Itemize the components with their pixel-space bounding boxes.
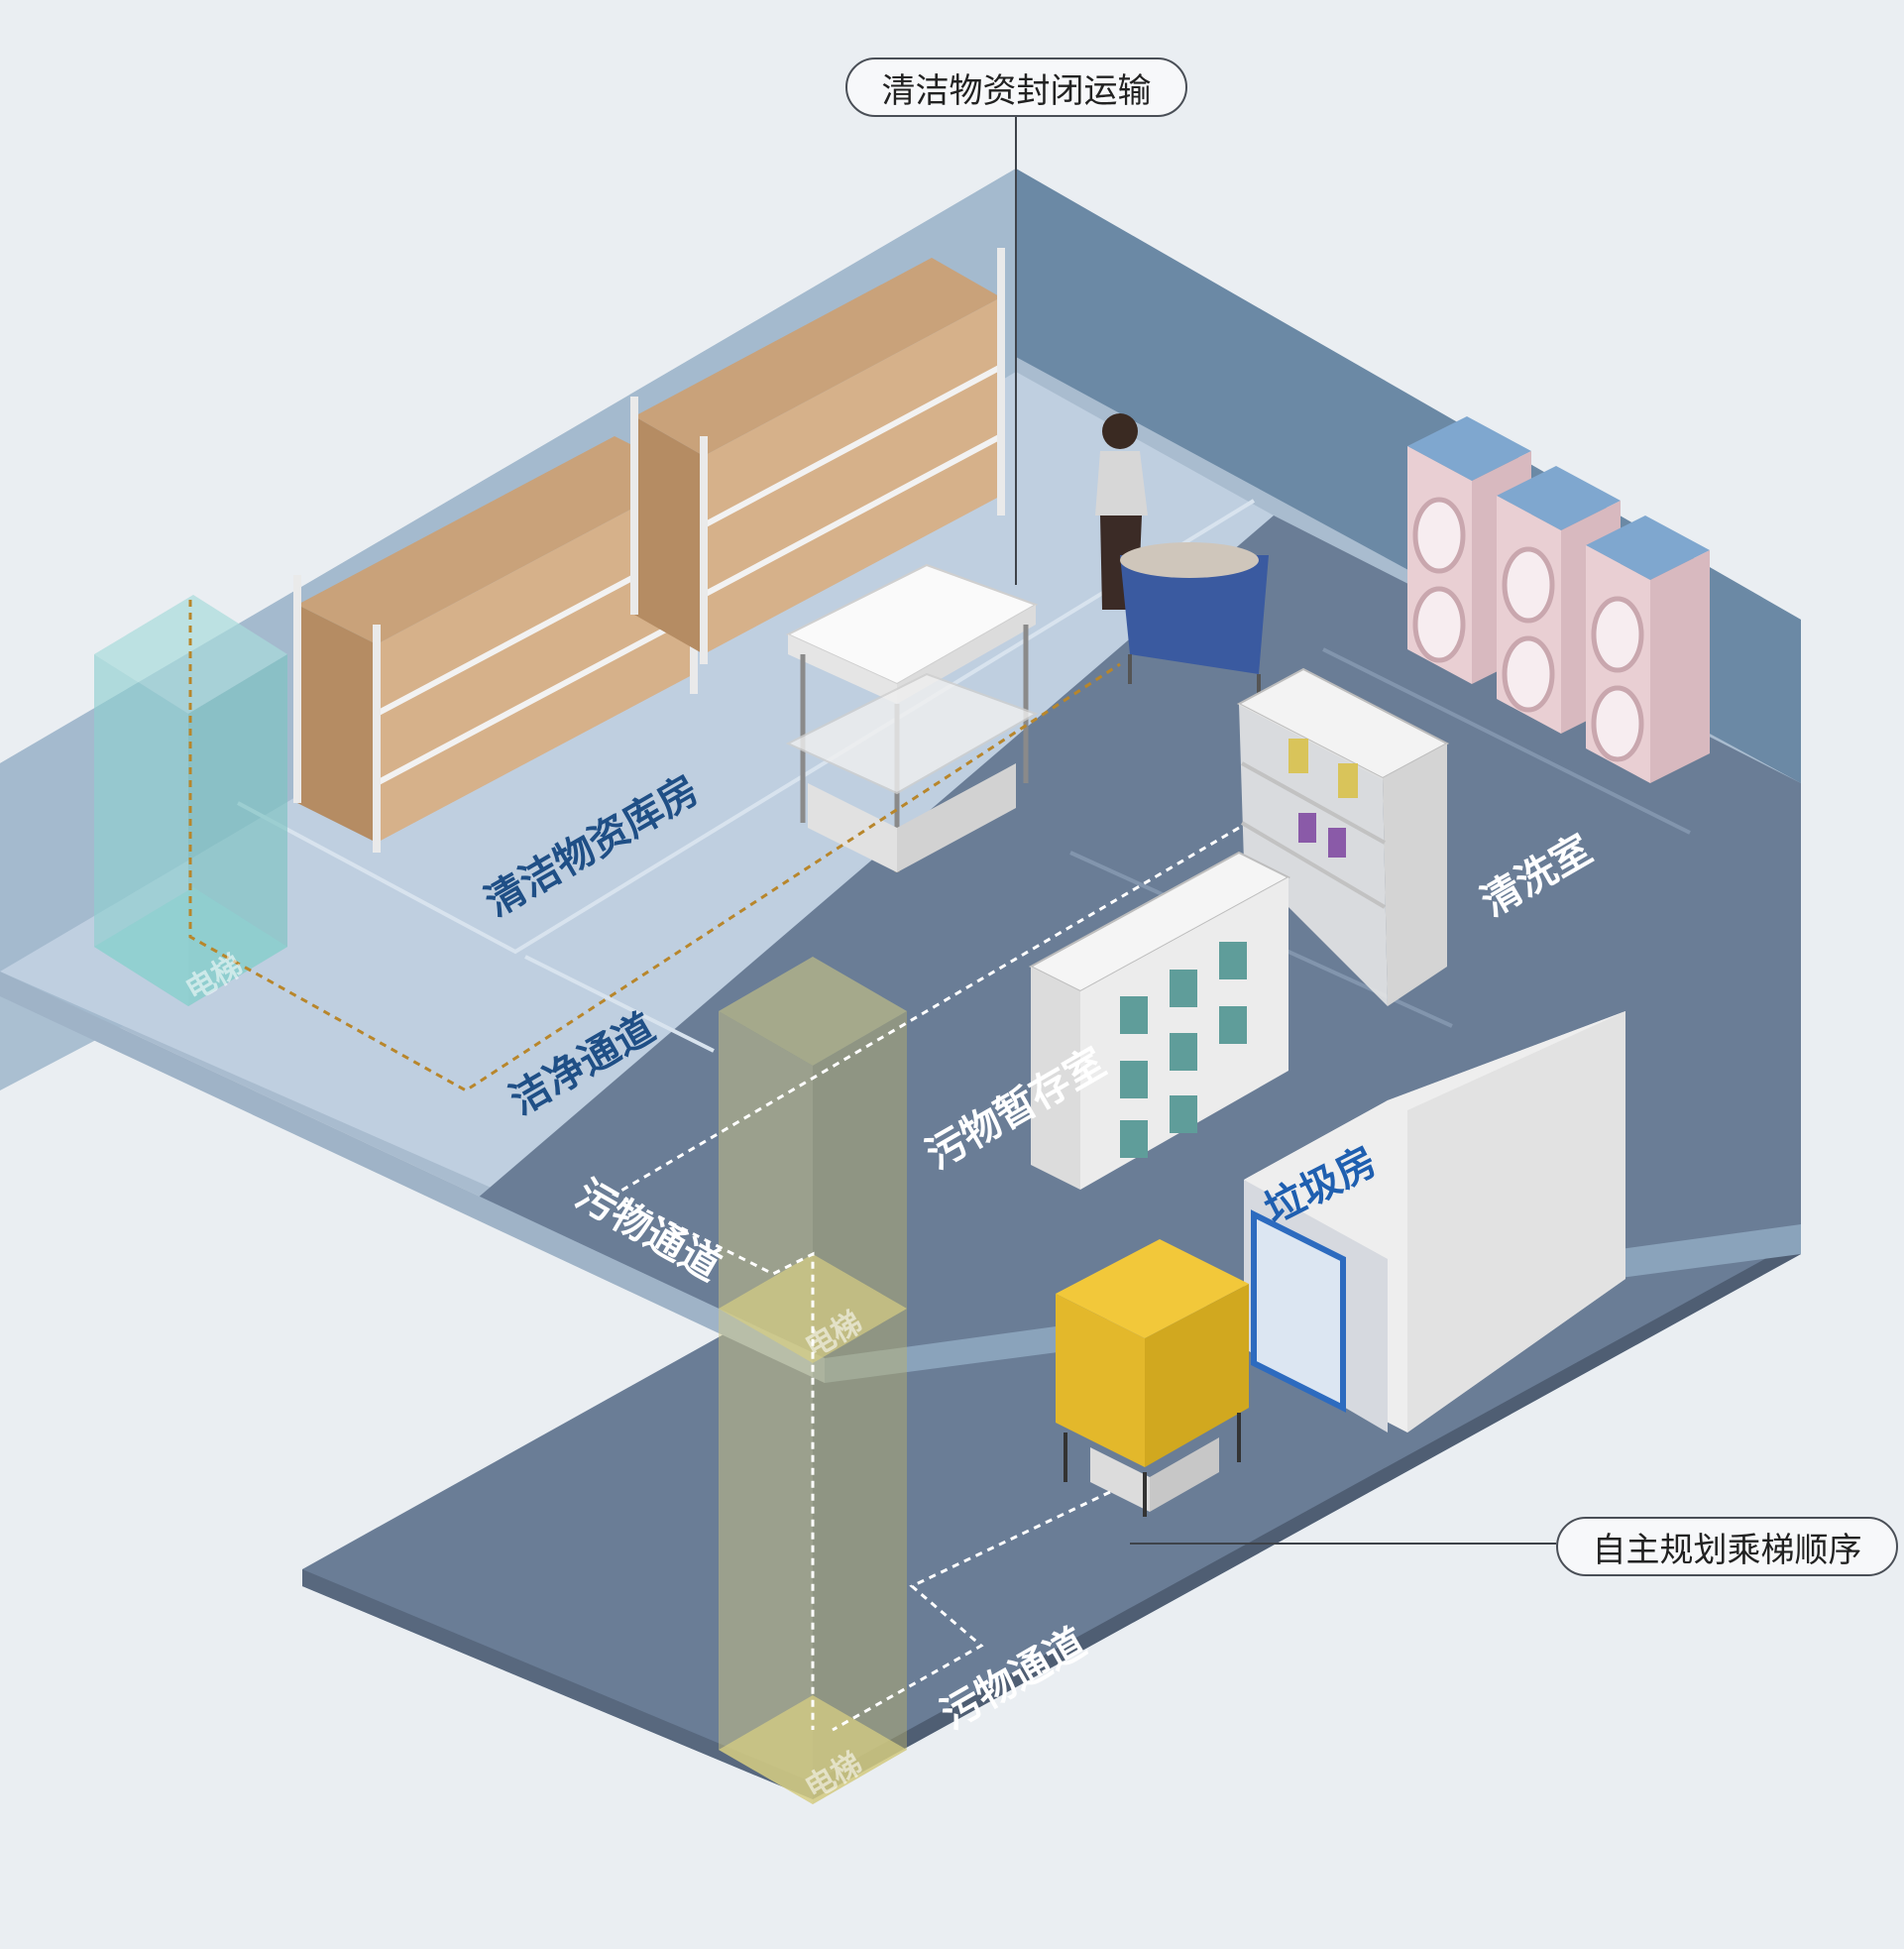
clean-robot	[785, 563, 1039, 872]
supply-shelf	[1236, 667, 1450, 1006]
lower-floor-edge-right	[813, 1239, 1801, 1799]
dirty-route-lower	[832, 1490, 1111, 1732]
zone-divider-clean	[237, 499, 1256, 955]
clean-route	[188, 600, 1121, 1092]
waste-bin-robot	[1056, 1239, 1249, 1517]
worker-with-cart	[1095, 413, 1269, 709]
callout-elevator-planning: 自主规划乘梯顺序	[1556, 1517, 1898, 1576]
upper-floor-edge-left	[0, 972, 825, 1383]
washer	[1586, 516, 1710, 783]
zone-divider-laundry	[1322, 647, 1691, 835]
shelf-unit	[293, 436, 698, 853]
storage-cabinet	[1028, 851, 1291, 1190]
callout-closed-transport: 清洁物资封闭运输	[845, 57, 1187, 117]
lower-floor-edge	[302, 1569, 813, 1799]
shelf-unit	[630, 248, 1005, 664]
dirty-route-upper	[611, 826, 1240, 1730]
zone-divider-storage	[524, 955, 715, 1053]
storage-shelves	[293, 248, 1005, 853]
garbage-room	[1244, 1011, 1625, 1433]
washing-machines	[1407, 416, 1710, 783]
clean-elevator	[94, 595, 287, 1006]
dirty-elevator	[719, 957, 907, 1804]
